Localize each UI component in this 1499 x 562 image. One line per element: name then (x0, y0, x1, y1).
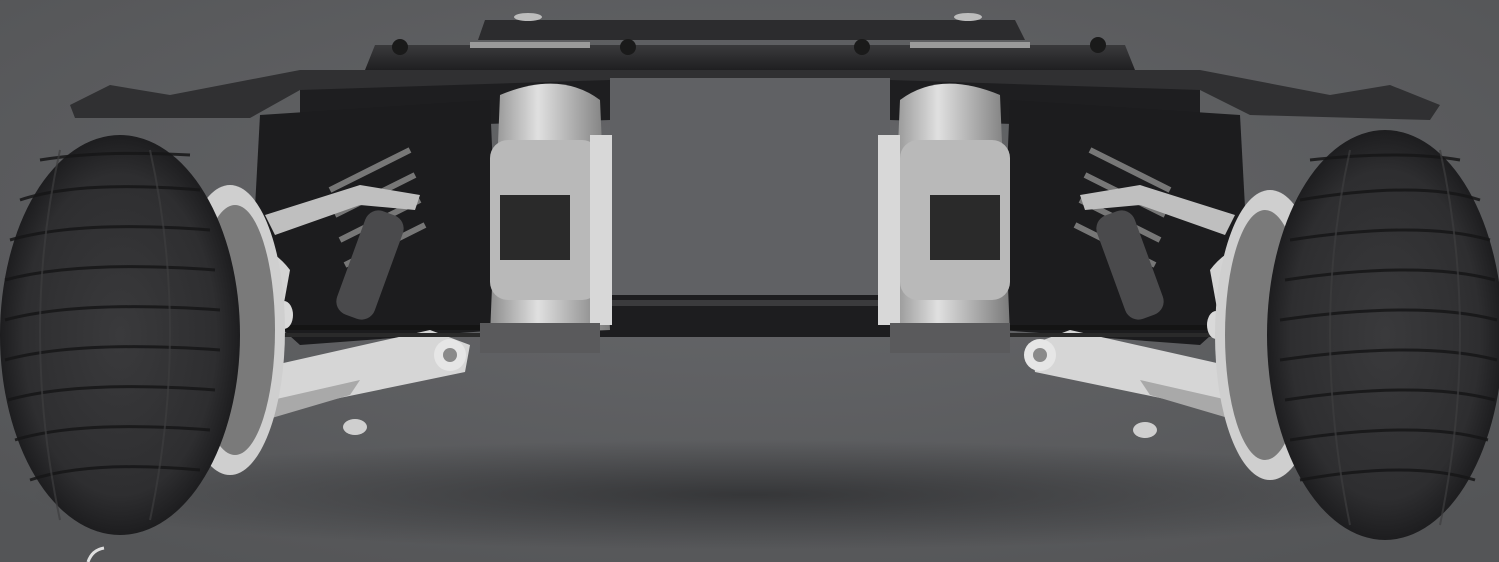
right-tire (1267, 130, 1499, 540)
center-gap (610, 78, 890, 298)
top-plate (365, 13, 1135, 70)
left-tire (0, 135, 240, 535)
corner-mark (86, 546, 105, 562)
ground-shadow (30, 440, 1470, 550)
